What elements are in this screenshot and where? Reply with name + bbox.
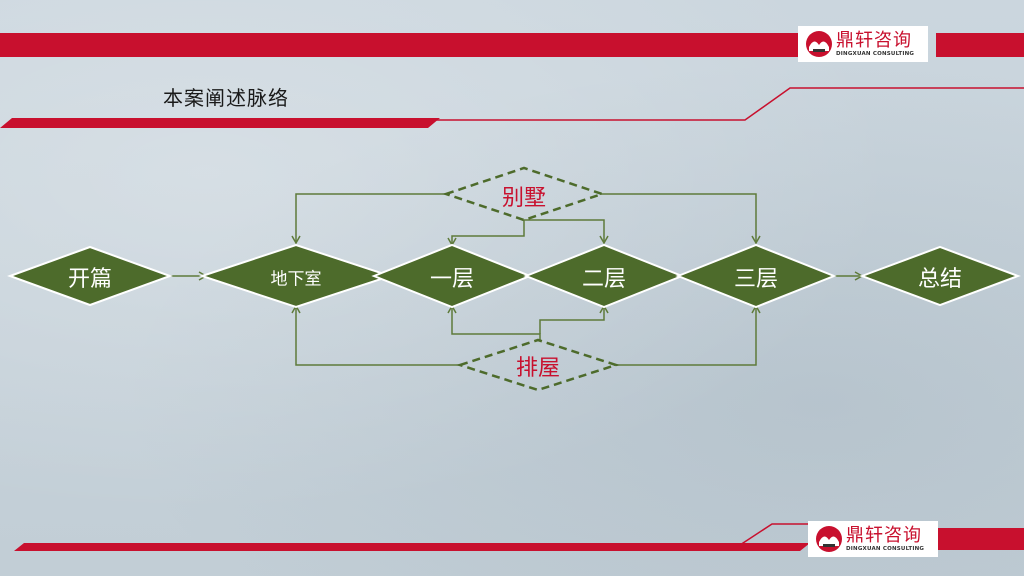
option-townhouse-label: 排屋 (515, 356, 561, 381)
connector-townhouse-floor1 (447, 304, 541, 340)
node-start-label: 开篇 (67, 267, 113, 292)
node-end[interactable] (859, 245, 1021, 307)
option-villa-label: 别墅 (501, 186, 547, 211)
bottom-band (14, 543, 810, 551)
option-townhouse-diamond[interactable] (455, 338, 621, 392)
node-floor3[interactable] (675, 243, 837, 309)
logo-mark-icon (816, 526, 842, 552)
bottom-banner-right (938, 528, 1024, 550)
bottom-accent-line (739, 523, 808, 546)
company-logo-top: 鼎轩咨询 DINGXUAN CONSULTING (798, 26, 928, 62)
connector-villa-floor1 (447, 220, 525, 247)
company-logo-bottom: 鼎轩咨询 DINGXUAN CONSULTING (808, 521, 938, 557)
logo-mark-icon (806, 31, 832, 57)
logo-en-text: DINGXUAN CONSULTING (846, 545, 925, 552)
node-floor3-label: 三层 (733, 267, 779, 292)
logo-en-text: DINGXUAN CONSULTING (836, 50, 915, 57)
top-banner-left (0, 33, 798, 57)
node-floor2-label: 二层 (581, 267, 627, 292)
option-villa-diamond[interactable] (442, 166, 606, 222)
connector-townhouse-basement (291, 304, 462, 366)
connector-villa-basement (291, 193, 450, 245)
title-underline (0, 118, 440, 128)
connector-villa-floor3 (600, 193, 761, 245)
node-end-label: 总结 (917, 267, 963, 292)
node-start[interactable] (7, 245, 173, 307)
logo-cn-text: 鼎轩咨询 (836, 29, 912, 51)
connector-townhouse-floor2 (539, 304, 609, 334)
logo-cn-text: 鼎轩咨询 (846, 524, 922, 546)
connector-villa-floor2 (524, 219, 609, 245)
title-accent-line (430, 87, 1024, 121)
node-floor1-label: 一层 (429, 267, 475, 292)
page-title: 本案阐述脉络 (163, 86, 289, 110)
top-banner-right (936, 33, 1024, 57)
connector-townhouse-floor3 (614, 304, 761, 366)
node-basement-label: 地下室 (270, 269, 322, 290)
